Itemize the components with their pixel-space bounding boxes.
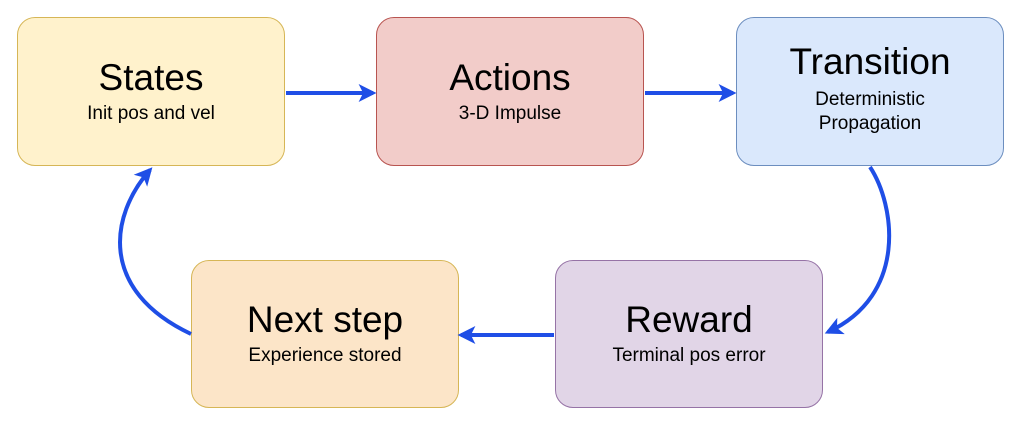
next-step-subtitle: Experience stored bbox=[248, 345, 402, 366]
next-step-title: Next step bbox=[246, 299, 404, 340]
arrow-next-step-to-states bbox=[118, 167, 192, 336]
transition-subtitle: Deterministic Propagation bbox=[815, 88, 925, 134]
next-step-node: Next step Experience stored bbox=[191, 260, 459, 408]
actions-subtitle: 3-D Impulse bbox=[458, 102, 562, 124]
transition-node: Transition Deterministic Propagation bbox=[736, 17, 1004, 166]
actions-title: Actions bbox=[449, 56, 571, 98]
reward-node: Reward Terminal pos error bbox=[555, 260, 823, 408]
actions-node: Actions 3-D Impulse bbox=[376, 17, 644, 166]
states-node: States Init pos and vel bbox=[17, 17, 285, 166]
states-subtitle: Init pos and vel bbox=[87, 102, 215, 124]
transition-title: Transition bbox=[789, 40, 951, 82]
reward-title: Reward bbox=[625, 299, 753, 340]
reward-subtitle: Terminal pos error bbox=[612, 345, 766, 366]
states-title: States bbox=[98, 56, 204, 98]
arrow-transition-to-reward bbox=[824, 165, 892, 335]
